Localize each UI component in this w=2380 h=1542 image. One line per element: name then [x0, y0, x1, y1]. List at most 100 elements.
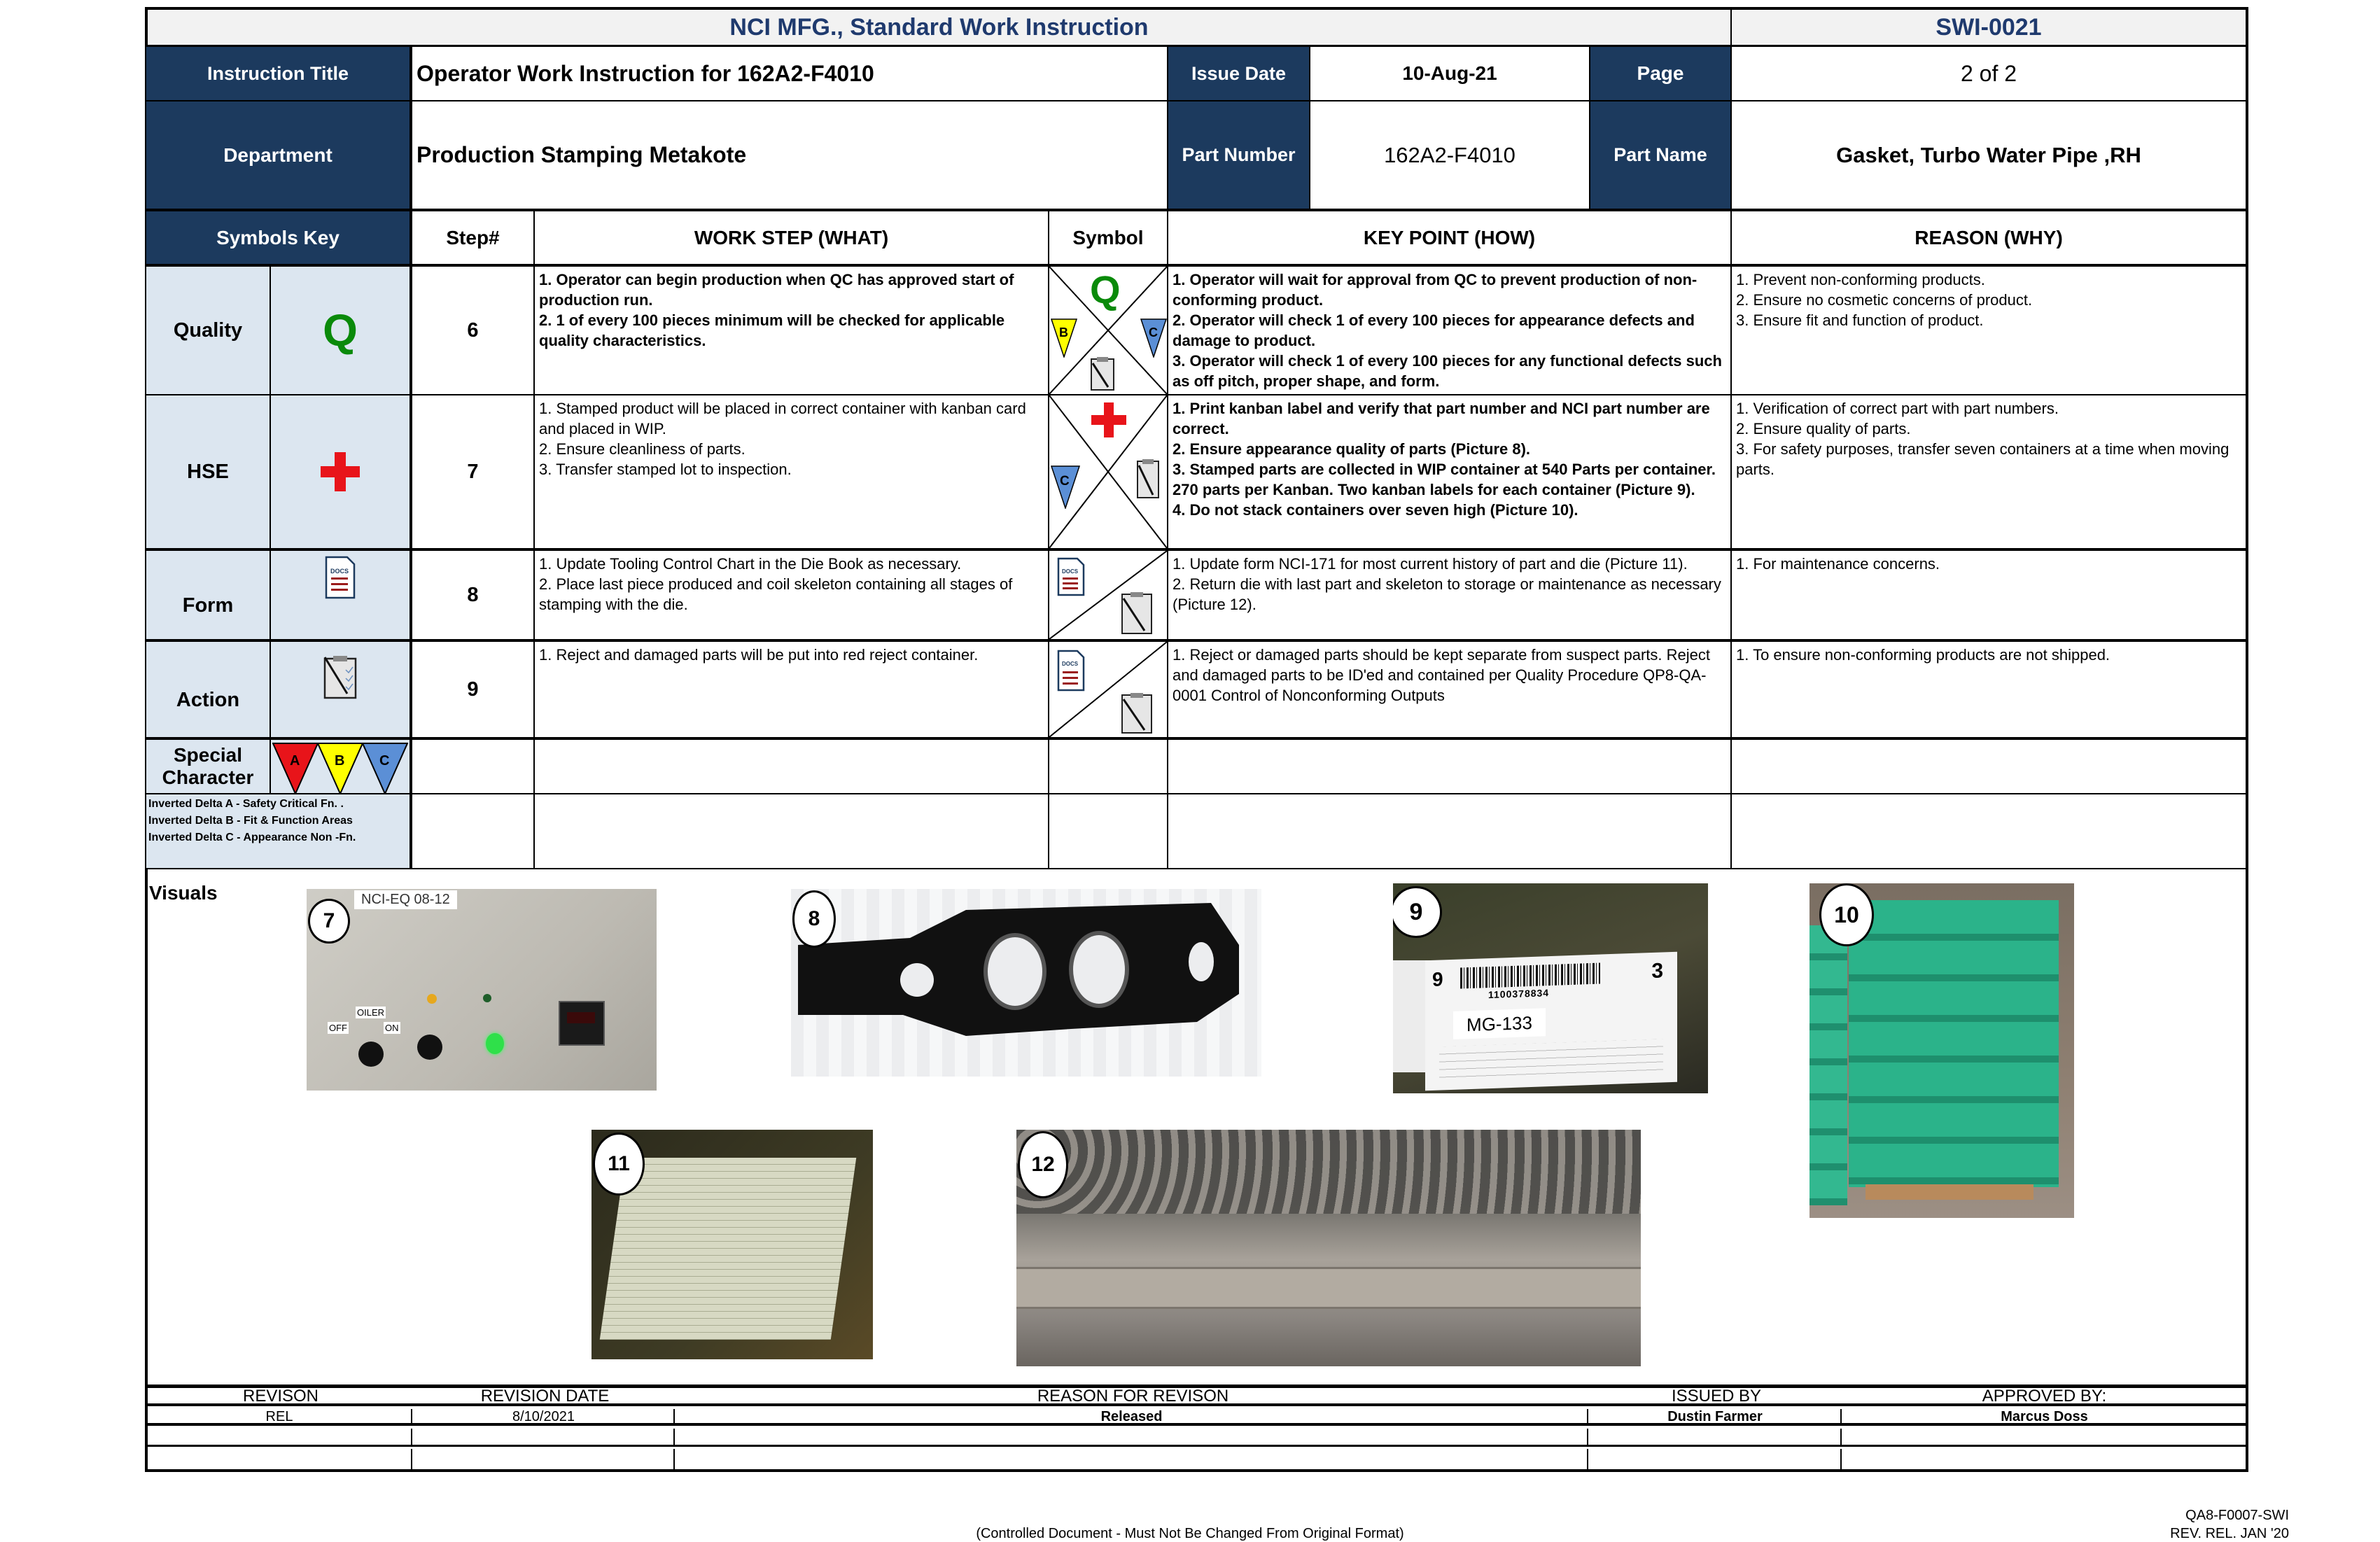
- reason-for-revision-cell: [676, 1449, 1588, 1469]
- reason-text: 1. For maintenance concerns.: [1736, 555, 1940, 573]
- amber-indicator-light: [427, 994, 437, 1004]
- quality-q-icon: Q: [323, 305, 358, 356]
- die-rail: [1016, 1267, 1641, 1309]
- revision-cell: [148, 1449, 412, 1469]
- key-point-cell: 1. Operator will wait for approval from …: [1167, 264, 1732, 395]
- digital-controller: [559, 1001, 605, 1046]
- key-point-cell: 1. Update form NCI-171 for most current …: [1167, 548, 1732, 640]
- oiler-switch-knob: [358, 1042, 384, 1067]
- key-label-form: Form: [145, 548, 271, 640]
- reason-for-revision-col-header: REASON FOR REVISON: [1037, 1387, 1229, 1406]
- skeleton-strip: [1016, 1130, 1641, 1214]
- picture-10-stacked-containers: 10: [1809, 883, 2074, 1218]
- part-name-value: Gasket, Turbo Water Pipe ,RH: [1730, 100, 2248, 210]
- reason-cell: 1. For maintenance concerns.: [1730, 548, 2248, 640]
- revision-col-header: REVISON: [242, 1387, 319, 1406]
- picture-number-badge: 10: [1819, 883, 1874, 946]
- revision-date-col-header: REVISION DATE: [480, 1387, 610, 1406]
- container-stack-side: [1809, 925, 1847, 1205]
- part-name-label-text: Part Name: [1614, 144, 1707, 165]
- reason-cell: 1. Prevent non-conforming products. 2. E…: [1730, 264, 2248, 395]
- delta-b-icon: B: [317, 743, 363, 794]
- key-label-action-text: Action: [176, 688, 240, 711]
- kanban-card-front: 9 1100378834 3 MG-133: [1425, 951, 1677, 1091]
- revision-row: [148, 1429, 2246, 1447]
- visuals-label: Visuals: [149, 882, 218, 904]
- docs-form-icon: DOCS: [325, 556, 356, 599]
- key-point-cell: 1. Print kanban label and verify that pa…: [1167, 394, 1732, 549]
- work-step-header-text: WORK STEP (WHAT): [694, 226, 889, 248]
- container-stack: [1849, 900, 2059, 1187]
- quality-q-icon: Q: [1090, 267, 1121, 311]
- symbol-diagonal-divider: [1049, 551, 1167, 639]
- revision-date-cell: [414, 1449, 675, 1469]
- step-number-cell: 7: [411, 394, 535, 549]
- step-number: 6: [467, 318, 479, 342]
- gasket-shape: [798, 903, 1239, 1036]
- issued-by-col-header: ISSUED BY: [1671, 1387, 1762, 1406]
- svg-text:C: C: [1060, 474, 1070, 489]
- reason-text: 1. To ensure non-conforming products are…: [1736, 646, 2110, 664]
- issue-date-value: 10-Aug-21: [1309, 45, 1590, 101]
- clipboard-action-icon: [1121, 592, 1152, 634]
- second-switch-knob: [417, 1035, 442, 1060]
- key-label-form-text: Form: [182, 594, 234, 617]
- hse-red-cross-icon: [321, 452, 360, 491]
- part-number-label-text: Part Number: [1182, 144, 1296, 165]
- key-icon-quality-cell: Q: [270, 264, 411, 395]
- oiler-label: OILER: [356, 1007, 386, 1018]
- revision-date-cell: 8/10/2021: [414, 1409, 675, 1426]
- approved-by-col-header: APPROVED BY:: [1982, 1387, 2107, 1406]
- department-label-text: Department: [223, 143, 332, 166]
- step-number-cell: 9: [411, 639, 535, 738]
- empty-work-step-cell: [533, 793, 1049, 869]
- reason-header-text: REASON (WHY): [1914, 226, 2063, 248]
- work-step-text: 1. Reject and damaged parts will be put …: [539, 646, 979, 664]
- svg-text:B: B: [1059, 325, 1068, 339]
- instruction-title-label-text: Instruction Title: [206, 62, 349, 84]
- work-step-text: 1. Operator can begin production when QC…: [539, 271, 1014, 349]
- on-label: ON: [384, 1022, 400, 1034]
- svg-text:C: C: [379, 753, 389, 769]
- key-point-cell: 1. Reject or damaged parts should be kep…: [1167, 639, 1732, 738]
- card-part-label: MG-133: [1453, 1008, 1546, 1039]
- symbol-cell: Q B C: [1048, 264, 1168, 395]
- pallet: [1865, 1184, 2033, 1200]
- clipboard-action-icon: [1091, 357, 1114, 391]
- reason-header: REASON (WHY): [1730, 209, 2248, 265]
- reason-text: 1. Verification of correct part with par…: [1736, 400, 2230, 478]
- key-icon-hse-cell: [270, 394, 411, 549]
- doc-number-text: SWI-0021: [1935, 13, 2042, 41]
- svg-text:DOCS: DOCS: [1062, 568, 1079, 575]
- work-step-cell: 1. Update Tooling Control Chart in the D…: [533, 548, 1049, 640]
- part-number-label: Part Number: [1167, 100, 1310, 210]
- work-step-cell: 1. Reject and damaged parts will be put …: [533, 639, 1049, 738]
- key-label-hse-text: HSE: [187, 460, 229, 483]
- delta-c-icon: C: [362, 743, 408, 794]
- card-grid-lines: [1439, 1039, 1663, 1082]
- empty-symbol-cell: [1048, 737, 1168, 794]
- card-barcode-number: 1100378834: [1488, 987, 1550, 1001]
- svg-text:C: C: [1149, 325, 1158, 339]
- off-label: OFF: [328, 1022, 349, 1034]
- symbol-header-text: Symbol: [1072, 226, 1144, 248]
- work-step-cell: 1. Operator can begin production when QC…: [533, 264, 1049, 395]
- instruction-title-text: Operator Work Instruction for 162A2-F401…: [416, 60, 874, 86]
- picture-number-badge: 9: [1393, 886, 1442, 938]
- issue-date-label: Issue Date: [1167, 45, 1310, 101]
- symbol-header: Symbol: [1048, 209, 1168, 265]
- instruction-title-label: Instruction Title: [145, 45, 411, 101]
- empty-reason-cell: [1730, 737, 2248, 794]
- svg-text:B: B: [335, 753, 344, 769]
- docs-form-icon: DOCS: [1057, 557, 1085, 596]
- empty-step-cell: [411, 737, 535, 794]
- key-label-hse: HSE: [145, 394, 271, 549]
- step-number: 8: [467, 583, 479, 606]
- revision-table: REVISON REVISION DATE REASON FOR REVISON…: [145, 1385, 2248, 1472]
- revision-header-row: REVISON REVISION DATE REASON FOR REVISON…: [148, 1387, 2246, 1406]
- department-value: Production Stamping Metakote: [411, 100, 1168, 210]
- reason-for-revision-cell: [676, 1429, 1588, 1447]
- department-label: Department: [145, 100, 411, 210]
- symbols-key-header: Symbols Key: [145, 209, 411, 265]
- step-number-cell: 8: [411, 548, 535, 640]
